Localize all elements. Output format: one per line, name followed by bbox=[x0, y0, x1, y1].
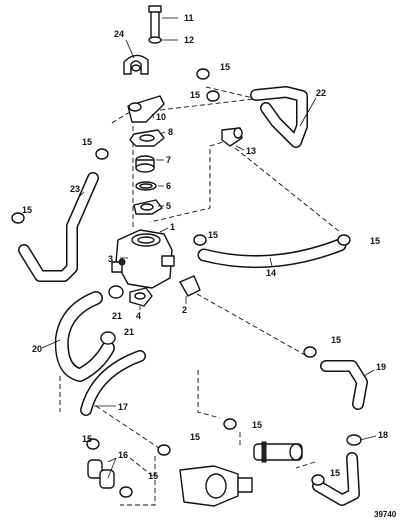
callout-22: 22 bbox=[316, 88, 326, 98]
callout-15: 15 bbox=[370, 236, 380, 246]
part-4-gasket bbox=[129, 287, 153, 307]
part-10-elbow bbox=[127, 95, 165, 123]
hose-20 bbox=[54, 291, 115, 382]
callout-3: 3 bbox=[108, 254, 113, 264]
part-6-seal bbox=[135, 181, 157, 191]
callout-15: 15 bbox=[330, 468, 340, 478]
callout-15: 15 bbox=[252, 420, 262, 430]
part-2-fitting bbox=[179, 275, 201, 297]
callout-15: 15 bbox=[331, 335, 341, 345]
hose-lower-right bbox=[312, 452, 360, 506]
callout-16: 16 bbox=[118, 450, 128, 460]
callout-17: 17 bbox=[118, 402, 128, 412]
part-16-short-hoses bbox=[87, 459, 115, 489]
callout-13: 13 bbox=[246, 146, 256, 156]
part-8-gasket bbox=[129, 129, 165, 147]
hose-19 bbox=[320, 360, 368, 410]
callout-14: 14 bbox=[266, 268, 276, 278]
callout-15: 15 bbox=[148, 471, 158, 481]
hose-14 bbox=[197, 238, 347, 269]
callout-15: 15 bbox=[82, 434, 92, 444]
part-3-plug bbox=[118, 258, 126, 266]
part-11-bolt bbox=[148, 5, 162, 41]
callout-15: 15 bbox=[22, 205, 32, 215]
callout-15: 15 bbox=[190, 90, 200, 100]
callout-15: 15 bbox=[208, 230, 218, 240]
callout-11: 11 bbox=[184, 13, 194, 23]
hose-17 bbox=[80, 350, 146, 416]
callout-4: 4 bbox=[136, 311, 141, 321]
callout-6: 6 bbox=[166, 181, 171, 191]
callout-12: 12 bbox=[184, 35, 194, 45]
callout-1: 1 bbox=[170, 222, 175, 232]
hose-22 bbox=[250, 86, 308, 148]
callout-19: 19 bbox=[376, 362, 386, 372]
callout-24: 24 bbox=[114, 29, 124, 39]
callout-2: 2 bbox=[182, 305, 187, 315]
callout-15: 15 bbox=[220, 62, 230, 72]
callout-10: 10 bbox=[156, 112, 166, 122]
clamps bbox=[11, 68, 362, 498]
callout-labels: 11 12 24 15 15 22 10 8 15 13 7 23 6 5 15… bbox=[22, 13, 397, 519]
part-1-housing bbox=[111, 229, 175, 289]
figure-number: 39740 bbox=[374, 510, 397, 519]
callout-21: 21 bbox=[124, 327, 134, 337]
leader-lines bbox=[41, 17, 377, 479]
pipe-assembly bbox=[253, 441, 303, 463]
hose-23 bbox=[18, 172, 99, 282]
part-24-clamp bbox=[123, 54, 149, 75]
callout-23: 23 bbox=[70, 184, 80, 194]
callout-8: 8 bbox=[168, 127, 173, 137]
callout-21: 21 bbox=[112, 311, 122, 321]
callout-5: 5 bbox=[166, 201, 171, 211]
part-7-thermostat bbox=[135, 155, 155, 173]
part-12-washer bbox=[148, 36, 162, 44]
water-pump bbox=[179, 465, 253, 507]
callout-7: 7 bbox=[166, 155, 171, 165]
part-5-gasket bbox=[133, 199, 163, 215]
callout-15: 15 bbox=[82, 137, 92, 147]
callout-18: 18 bbox=[378, 430, 388, 440]
callout-15: 15 bbox=[190, 432, 200, 442]
callout-20: 20 bbox=[32, 344, 42, 354]
part-13-fitting bbox=[221, 127, 243, 147]
